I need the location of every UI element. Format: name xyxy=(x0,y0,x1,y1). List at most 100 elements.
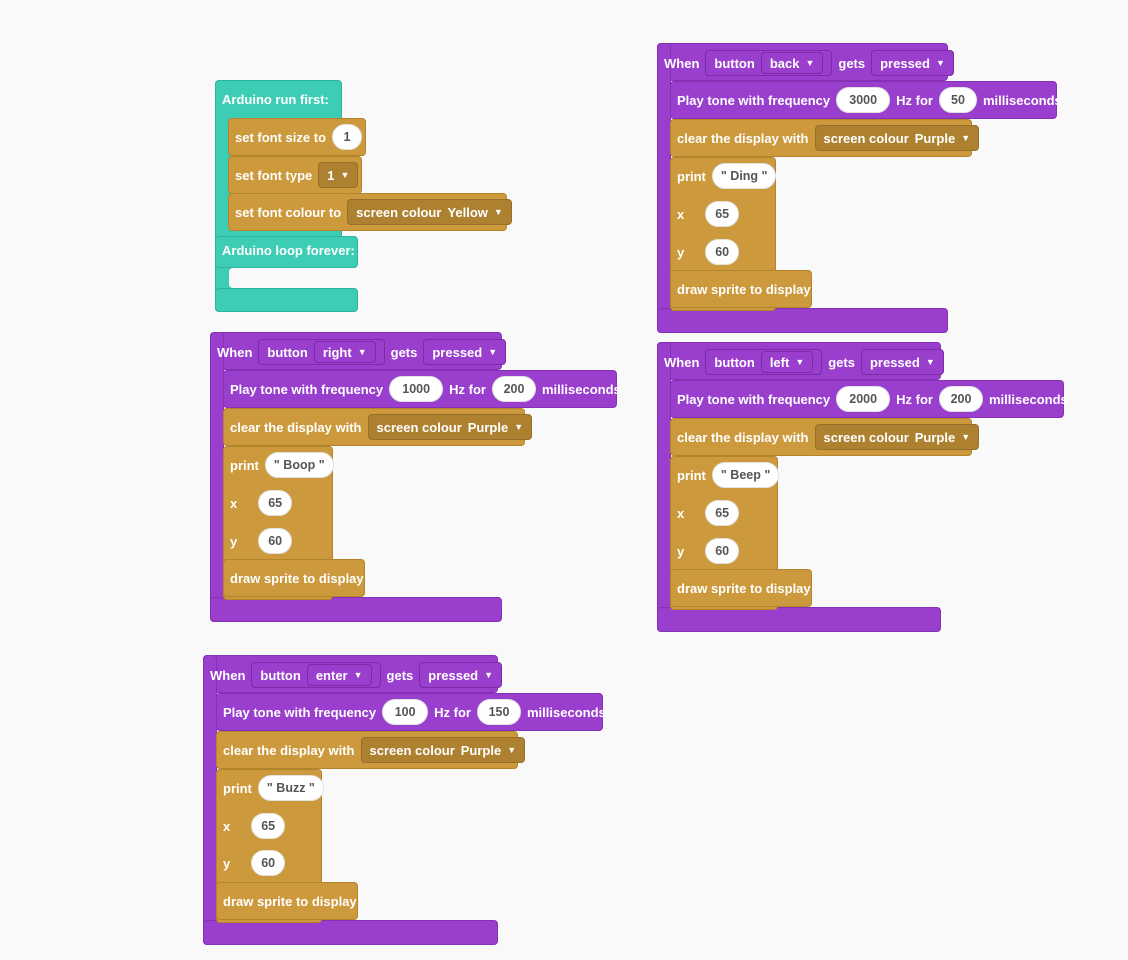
hz-for-label: Hz for xyxy=(449,381,486,397)
x-input[interactable]: 65 xyxy=(705,500,740,526)
event-footer-left xyxy=(657,607,941,632)
play-tone-label: Play tone with frequency xyxy=(223,704,377,720)
print-text-input[interactable]: " Ding " xyxy=(711,163,777,189)
clear-display-label: clear the display with xyxy=(677,429,809,445)
when-label: When xyxy=(210,667,246,683)
hz-for-label: Hz for xyxy=(434,704,471,720)
x-label: x xyxy=(677,206,685,222)
caret-down-icon: ▼ xyxy=(357,347,367,357)
event-footer-enter xyxy=(203,920,498,945)
draw-sprite-block[interactable] xyxy=(223,559,365,597)
clear-display-label: clear the display with xyxy=(677,130,809,146)
when-label: When xyxy=(217,344,253,360)
y-input[interactable]: 60 xyxy=(258,528,293,554)
gets-label: gets xyxy=(386,667,414,683)
frequency-input[interactable]: 2000 xyxy=(836,386,891,412)
print-label: print xyxy=(677,467,706,483)
caret-down-icon: ▼ xyxy=(340,170,350,180)
draw-sprite-block[interactable] xyxy=(216,882,358,920)
x-input[interactable]: 65 xyxy=(258,490,293,516)
event-footer-back xyxy=(657,308,948,333)
event-spine-left xyxy=(657,342,671,632)
y-label: y xyxy=(677,543,685,559)
duration-input[interactable]: 200 xyxy=(492,376,536,402)
print-text-input[interactable]: " Buzz " xyxy=(257,775,324,801)
font-type-dropdown[interactable]: 1▼ xyxy=(318,162,359,188)
when-label: When xyxy=(664,55,700,71)
y-label: y xyxy=(223,855,231,871)
x-label: x xyxy=(223,818,231,834)
draw-sprite-block[interactable] xyxy=(670,569,812,607)
pressed-dropdown[interactable]: pressed▼ xyxy=(860,349,944,375)
print-label: print xyxy=(677,168,706,184)
caret-down-icon: ▼ xyxy=(805,58,815,68)
duration-input[interactable]: 150 xyxy=(477,699,521,725)
caret-down-icon: ▼ xyxy=(488,347,498,357)
button-name-dropdown[interactable]: left▼ xyxy=(760,351,814,373)
pressed-dropdown[interactable]: pressed▼ xyxy=(419,662,503,688)
when-label: When xyxy=(664,354,700,370)
event-spine-right xyxy=(210,332,224,622)
milliseconds-label: milliseconds xyxy=(527,704,606,720)
hz-for-label: Hz for xyxy=(896,92,933,108)
caret-down-icon: ▼ xyxy=(514,422,524,432)
frequency-input[interactable]: 3000 xyxy=(836,87,891,113)
caret-down-icon: ▼ xyxy=(353,670,363,680)
caret-down-icon: ▼ xyxy=(925,357,935,367)
event-spine-enter xyxy=(203,655,217,945)
caret-down-icon: ▼ xyxy=(507,745,517,755)
loop-empty-slot xyxy=(229,268,359,288)
draw-sprite-label: draw sprite to display xyxy=(223,893,357,909)
milliseconds-label: milliseconds xyxy=(989,391,1068,407)
clear-display-label: clear the display with xyxy=(223,742,355,758)
x-label: x xyxy=(230,495,238,511)
event-spine-back xyxy=(657,43,671,333)
draw-sprite-block[interactable] xyxy=(670,270,812,308)
button-name-dropdown[interactable]: enter▼ xyxy=(306,664,372,686)
play-tone-label: Play tone with frequency xyxy=(677,391,831,407)
duration-input[interactable]: 50 xyxy=(939,87,977,113)
set-font-size-label: set font size to xyxy=(235,129,327,145)
y-label: y xyxy=(230,533,238,549)
caret-down-icon: ▼ xyxy=(961,133,971,143)
frequency-input[interactable]: 100 xyxy=(382,699,429,725)
x-input[interactable]: 65 xyxy=(705,201,740,227)
x-input[interactable]: 65 xyxy=(251,813,286,839)
caret-down-icon: ▼ xyxy=(961,432,971,442)
print-label: print xyxy=(230,457,259,473)
caret-down-icon: ▼ xyxy=(935,58,945,68)
button-name-dropdown[interactable]: back▼ xyxy=(760,52,824,74)
y-input[interactable]: 60 xyxy=(705,239,740,265)
button-name-dropdown[interactable]: right▼ xyxy=(313,341,376,363)
caret-down-icon: ▼ xyxy=(795,357,805,367)
draw-sprite-label: draw sprite to display xyxy=(677,580,811,596)
frequency-input[interactable]: 1000 xyxy=(389,376,444,402)
duration-input[interactable]: 200 xyxy=(939,386,983,412)
arduino-loop-footer xyxy=(215,288,358,312)
y-input[interactable]: 60 xyxy=(251,850,286,876)
print-text-input[interactable]: " Boop " xyxy=(264,452,334,478)
milliseconds-label: milliseconds xyxy=(542,381,621,397)
font-size-input[interactable]: 1 xyxy=(332,124,363,150)
play-tone-label: Play tone with frequency xyxy=(677,92,831,108)
print-text-input[interactable]: " Beep " xyxy=(711,462,780,488)
pressed-dropdown[interactable]: pressed▼ xyxy=(423,339,507,365)
pressed-dropdown[interactable]: pressed▼ xyxy=(871,50,954,76)
gets-label: gets xyxy=(838,55,866,71)
arduino-loop-forever-block[interactable] xyxy=(215,236,358,268)
event-footer-right xyxy=(210,597,502,622)
milliseconds-label: milliseconds xyxy=(983,92,1062,108)
loop-forever-label: Arduino loop forever: xyxy=(222,242,355,258)
y-input[interactable]: 60 xyxy=(705,538,740,564)
x-label: x xyxy=(677,505,685,521)
set-font-type-label: set font type xyxy=(235,167,313,183)
